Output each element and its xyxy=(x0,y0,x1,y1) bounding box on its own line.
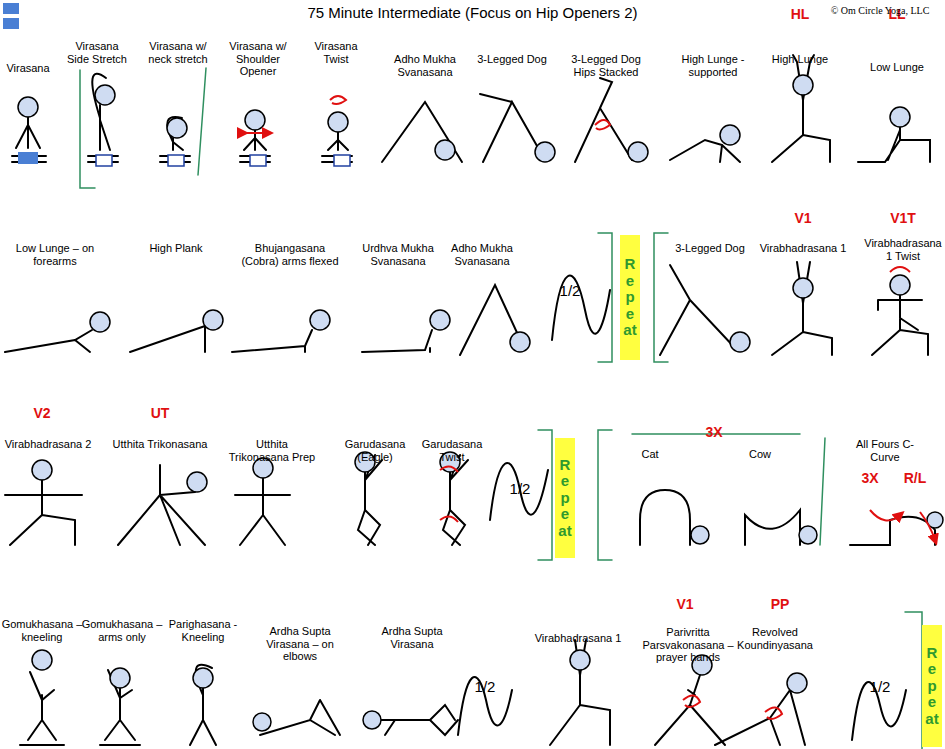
pose-name: Cow xyxy=(739,448,781,461)
copyright: © Om Circle Yoga, LLC xyxy=(820,5,940,17)
pose-code: HL xyxy=(783,6,817,22)
pose-name: Virabhadrasana 1 xyxy=(755,242,851,255)
pose-code: 3X xyxy=(697,424,731,440)
pose-name: Virasana xyxy=(3,62,53,75)
pose-name: Virasana Twist xyxy=(306,40,366,65)
repeat-band: Repeat xyxy=(922,625,942,747)
side-marker: 1/2 xyxy=(865,678,895,695)
repeat-text: Repeat xyxy=(925,645,940,728)
pose-name: All Fours C-Curve xyxy=(849,438,921,463)
pose-code: UT xyxy=(143,405,177,421)
pose-name: 3-Legged Dog xyxy=(669,242,751,255)
pose-name: Ardha Supta Virasana xyxy=(366,625,458,650)
side-marker: 1/2 xyxy=(555,282,585,299)
pose-name: Virasana w/ Shoulder Opener xyxy=(218,40,298,78)
pose-code: V2 xyxy=(25,405,59,421)
pose-name: Adho Mukha Svanasana xyxy=(446,242,518,267)
pose-name: Gomukhasana – arms only xyxy=(81,618,163,643)
pose-name: Virasana w/ neck stretch xyxy=(142,40,214,65)
pose-name: Gomukhasana – kneeling xyxy=(1,618,83,643)
pose-name: Virabhadrasana 1 xyxy=(530,632,626,645)
pose-name: High Plank xyxy=(140,242,212,255)
pose-name: Garudasana (Eagle) xyxy=(344,438,406,463)
pose-name: Ardha Supta Virasana – on elbows xyxy=(252,625,348,663)
pose-name: Virasana Side Stretch xyxy=(66,40,128,65)
pose-name: Cat xyxy=(629,448,671,461)
pose-code: V1 xyxy=(668,596,702,612)
side-marker: 1/2 xyxy=(505,480,535,497)
pose-code: PP xyxy=(763,596,797,612)
pose-name: Low Lunge xyxy=(861,61,933,74)
pose-code: V1T xyxy=(881,210,925,226)
pose-name: High Lunge - supported xyxy=(672,53,754,78)
repeat-band: Repeat xyxy=(555,438,575,558)
repeat-text: Repeat xyxy=(558,457,573,540)
pose-name: Virabhadrasana 2 xyxy=(0,438,96,451)
pose-name: Revolved Koundinyasana xyxy=(729,626,821,651)
pose-name: Adho Mukha Svanasana xyxy=(384,53,466,78)
side-marker: 1/2 xyxy=(470,678,500,695)
pose-name: Urdhva Mukha Svanasana xyxy=(357,242,439,267)
pose-name: Parighasana - Kneeling xyxy=(165,618,241,643)
pose-name: Bhujangasana (Cobra) arms flexed xyxy=(238,242,342,267)
repeat-text: Repeat xyxy=(623,256,638,339)
repeat-band: Repeat xyxy=(620,235,640,360)
pose-name: Low Lunge – on forearms xyxy=(9,242,101,267)
pose-name: Virabhadrasana 1 Twist xyxy=(861,237,945,262)
pose-code: R/L xyxy=(898,470,932,486)
pose-name: Garudasana Twist xyxy=(421,438,483,463)
pose-name: Parivritta Parsvakonasana – prayer hands xyxy=(637,626,739,664)
pose-name: 3-Legged Dog xyxy=(476,53,548,66)
pose-name: Utthita Trikonasana xyxy=(107,438,213,451)
pose-code: 3X xyxy=(855,470,885,486)
pose-name: 3-Legged Dog Hips Stacked xyxy=(565,53,647,78)
pose-name: High Lunge xyxy=(764,53,836,66)
pose-name: Utthita Trikonasana Prep xyxy=(226,438,318,463)
pose-code: V1 xyxy=(786,210,820,226)
